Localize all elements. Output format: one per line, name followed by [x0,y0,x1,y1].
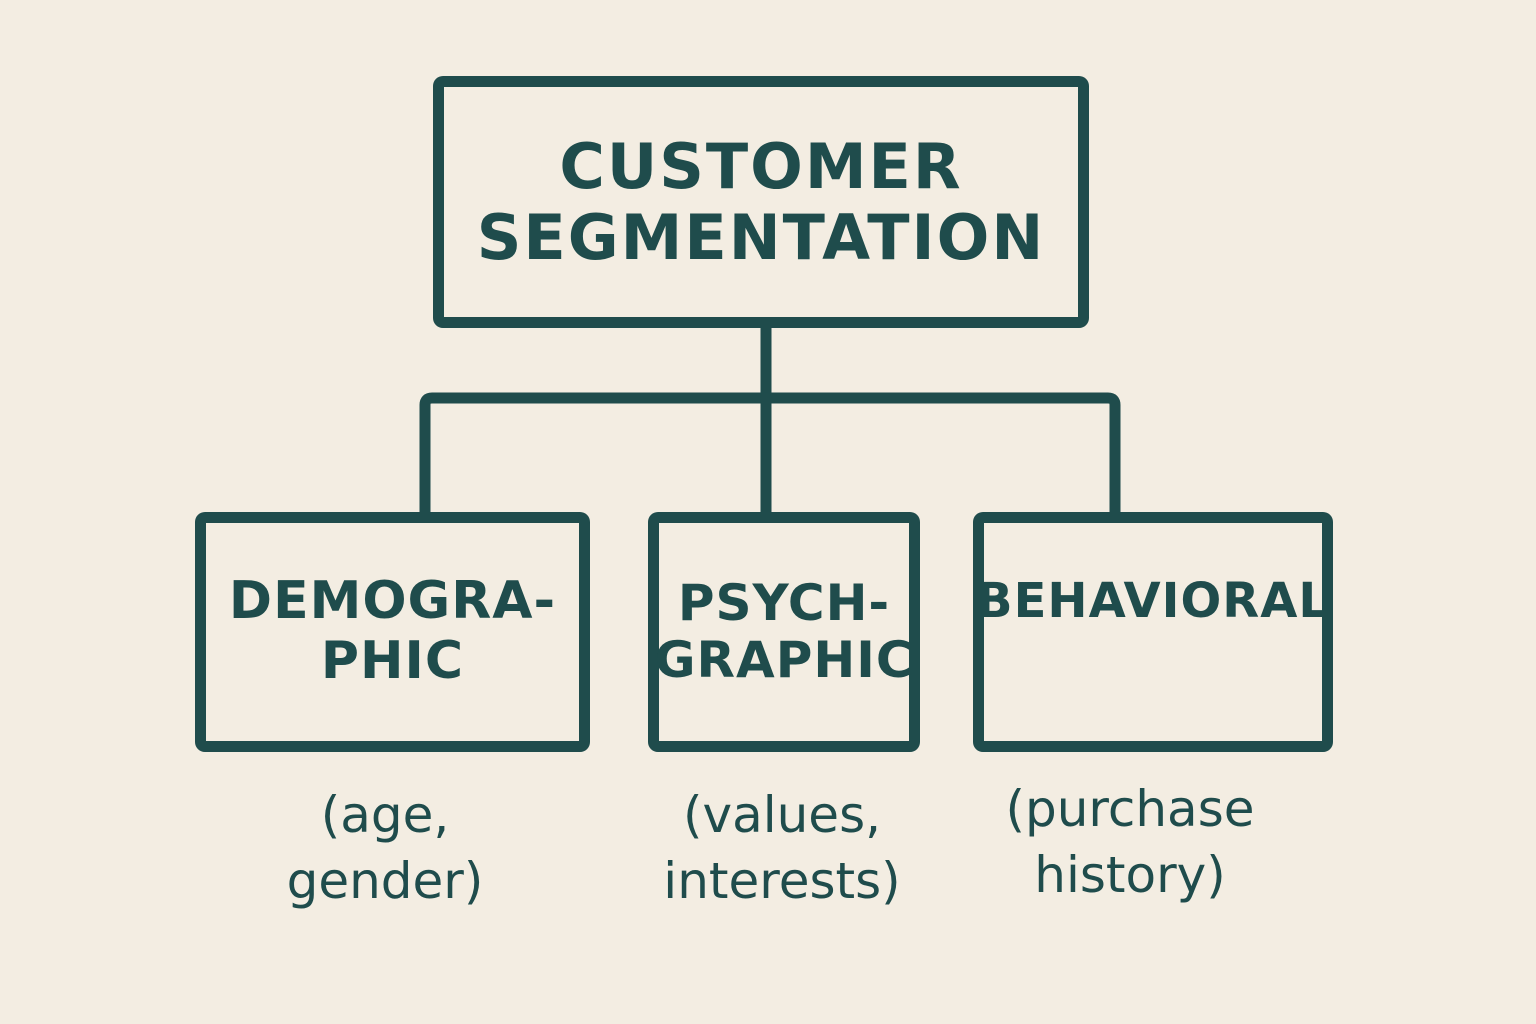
behavioral-label: BEHAVIORAL [976,573,1330,630]
root-label: CUSTOMER SEGMENTATION [476,129,1046,274]
psychographic-node: PSYCH- GRAPHIC [648,512,920,752]
behavioral-node: BEHAVIORAL [973,512,1333,752]
behavioral-description: (purchase history) [1005,780,1255,904]
demographic-description: (age, gender) [286,786,484,910]
root-node: CUSTOMER SEGMENTATION [433,76,1089,328]
demographic-node: DEMOGRA- PHIC [195,512,590,752]
psychographic-description: (values, interests) [663,786,901,910]
psychographic-label: PSYCH- GRAPHIC [654,573,914,689]
demographic-label: DEMOGRA- PHIC [228,571,557,691]
